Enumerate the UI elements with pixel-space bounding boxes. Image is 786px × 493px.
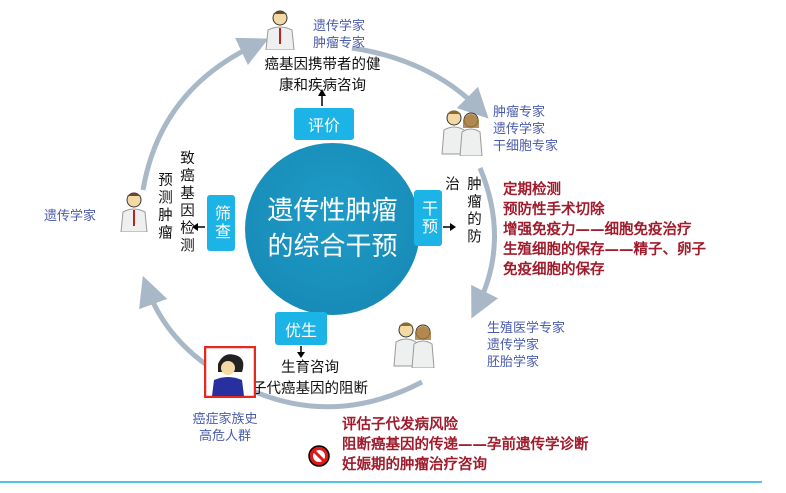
arc-left	[140, 37, 269, 191]
center-title: 遗传性肿瘤 的综合干预	[245, 143, 420, 315]
patient-label: 癌症家族史 高危人群	[185, 411, 265, 445]
eugenics-experts: 生殖医学专家 遗传学家 胚胎学家	[487, 320, 565, 371]
expert: 肿瘤专家	[313, 36, 366, 51]
screen-experts: 遗传学家	[44, 208, 96, 225]
doctors-icon	[441, 110, 483, 156]
expert: 干细胞专家	[493, 139, 559, 154]
doctor-icon	[120, 192, 148, 232]
patient-line: 高危人群	[198, 429, 251, 444]
expert: 肿瘤专家	[493, 105, 546, 120]
screen-desc: 致癌基因检测预测肿瘤	[153, 150, 197, 270]
eugenics-desc: 生育咨询 子代癌基因的阻断	[245, 358, 375, 400]
desc-col: 预测肿瘤	[156, 172, 172, 242]
intervene-measures: 定期检测 预防性手术切除 增强免疫力——细胞免疫治疗 生殖细胞的保存——精子、卵…	[503, 180, 706, 280]
arc-top-right	[351, 45, 489, 119]
measure: 预防性手术切除	[503, 202, 605, 218]
measure: 定期检测	[503, 182, 561, 198]
measure: 生殖细胞的保存——精子、卵子	[503, 242, 706, 258]
no-sign-icon	[308, 445, 330, 467]
intervene-experts: 肿瘤专家 遗传学家 干细胞专家	[493, 104, 558, 155]
desc-line: 子代癌基因的阻断	[252, 381, 368, 397]
doctor-icon	[265, 10, 295, 50]
measure: 增强免疫力——细胞免疫治疗	[503, 222, 692, 238]
eugenics-box: 优生	[275, 312, 327, 345]
expert: 遗传学家	[493, 122, 546, 137]
evaluate-box: 评价	[294, 108, 354, 140]
patient-line: 癌症家族史	[192, 412, 258, 427]
expert: 胚胎学家	[487, 355, 540, 370]
expert: 遗传学家	[487, 338, 540, 353]
desc-line: 康和疾病咨询	[279, 78, 366, 94]
patient-icon	[204, 346, 256, 398]
doctors-icon	[393, 322, 435, 368]
arc-right	[471, 167, 499, 319]
center-title-line: 遗传性肿瘤	[267, 196, 398, 226]
center-title-line: 的综合干预	[267, 232, 398, 262]
desc-line: 生育咨询	[281, 360, 339, 376]
measure: 妊娠期的肿瘤治疗咨询	[342, 457, 487, 473]
evaluate-desc: 癌基因携带者的健 康和疾病咨询	[250, 55, 395, 97]
desc-col: 肿瘤的	[465, 176, 481, 229]
intervene-desc: 肿瘤的防治	[440, 176, 484, 246]
eugenics-measures: 评估子代发病风险 阻断癌基因的传递——孕前遗传学诊断 妊娠期的肿瘤治疗咨询	[342, 415, 589, 475]
desc-col: 防治	[443, 176, 481, 246]
measure: 免疫细胞的保存	[503, 262, 605, 278]
expert: 生殖医学专家	[487, 321, 566, 336]
intervene-box: 干预	[414, 190, 442, 246]
evaluate-experts: 遗传学家 肿瘤专家	[313, 18, 365, 52]
screen-box: 筛查	[207, 195, 235, 251]
expert: 遗传学家	[313, 19, 366, 34]
measure: 阻断癌基因的传递——孕前遗传学诊断	[342, 437, 589, 453]
desc-line: 癌基因携带者的健	[264, 57, 381, 73]
desc-col: 致癌基因检测	[178, 150, 194, 255]
measure: 评估子代发病风险	[342, 417, 458, 433]
expert: 遗传学家	[44, 209, 97, 224]
